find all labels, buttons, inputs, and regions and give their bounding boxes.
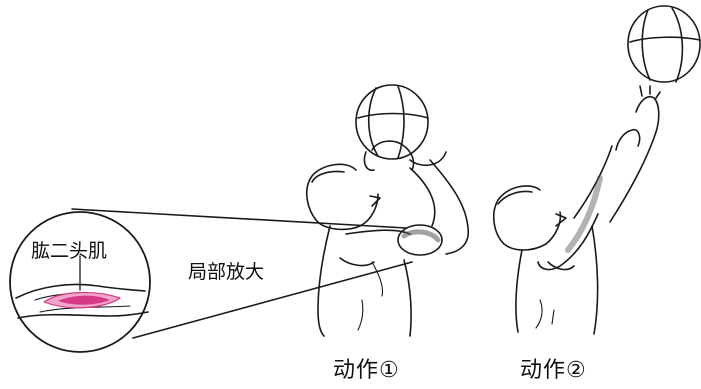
biceps-label: 肱二头肌 bbox=[31, 240, 108, 262]
basketball-1 bbox=[355, 84, 429, 160]
player-action-2 bbox=[492, 5, 701, 335]
caption-action-2: 动作② bbox=[520, 358, 587, 383]
caption-action-1: 动作① bbox=[333, 358, 400, 383]
biceps-zoom-circle bbox=[397, 224, 443, 256]
zoom-label: 局部放大 bbox=[188, 261, 265, 283]
zoom-connector-lines bbox=[71, 208, 413, 339]
player-action-1 bbox=[305, 84, 470, 337]
basketball-2 bbox=[627, 5, 701, 83]
biceps-muscle-shape bbox=[43, 291, 121, 309]
zoom-inset bbox=[9, 211, 151, 353]
